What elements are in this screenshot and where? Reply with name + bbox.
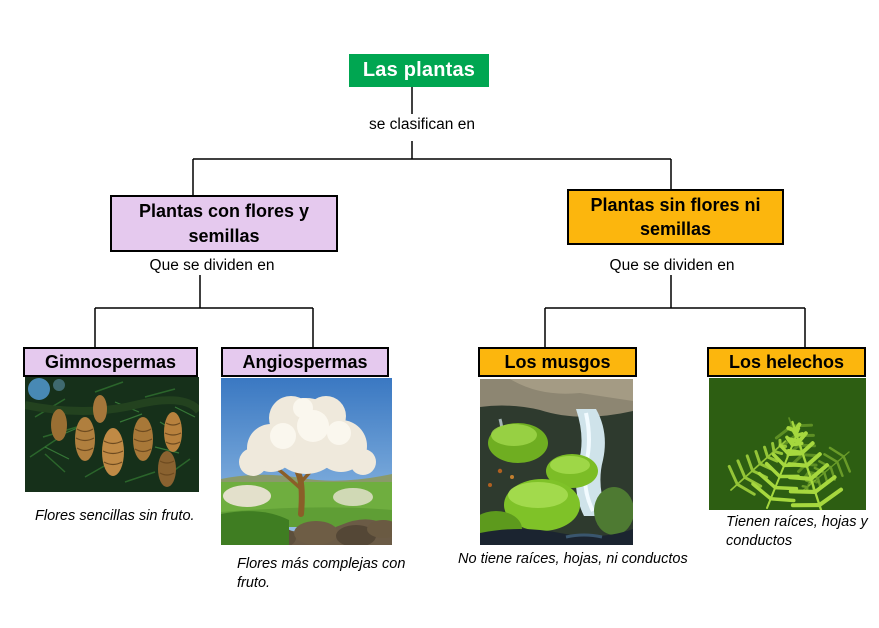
leaf-node-angiospermas: Angiospermas <box>221 347 389 377</box>
gimnospermas-photo <box>25 377 199 492</box>
root-node-las-plantas: Las plantas <box>349 54 489 87</box>
branch-node-con-flores: Plantas con flores y semillas <box>110 195 338 252</box>
leaf-node-los-helechos: Los helechos <box>707 347 866 377</box>
los-musgos-photo <box>480 379 633 545</box>
gimnospermas-caption: Flores sencillas sin fruto. <box>35 508 195 524</box>
leaf-node-los-musgos: Los musgos <box>478 347 637 377</box>
pine-cones-illustration <box>25 377 199 492</box>
angiospermas-caption: Flores más complejas con fruto. <box>237 556 406 591</box>
link-label-divide-left: Que se dividen en <box>149 257 275 274</box>
los-musgos-caption: No tiene raíces, hojas, ni conductos <box>458 551 688 567</box>
los-helechos-caption: Tienen raíces, hojas y conductos <box>726 514 868 549</box>
leaf-node-gimnospermas: Gimnospermas <box>23 347 198 377</box>
fern-fronds-illustration <box>709 378 866 510</box>
root-connector-line <box>192 87 672 196</box>
angiospermas-photo <box>221 378 392 545</box>
branch-node-sin-flores: Plantas sin flores ni semillas <box>567 189 784 245</box>
link-label-divide-right: Que se dividen en <box>609 257 735 274</box>
los-helechos-photo <box>709 378 866 510</box>
link-label-classify: se clasifican en <box>369 116 475 133</box>
left-fork-connector-line <box>94 275 314 348</box>
right-fork-connector-line <box>544 275 806 348</box>
mossy-stream-illustration <box>480 379 633 545</box>
flowering-tree-illustration <box>221 378 392 545</box>
